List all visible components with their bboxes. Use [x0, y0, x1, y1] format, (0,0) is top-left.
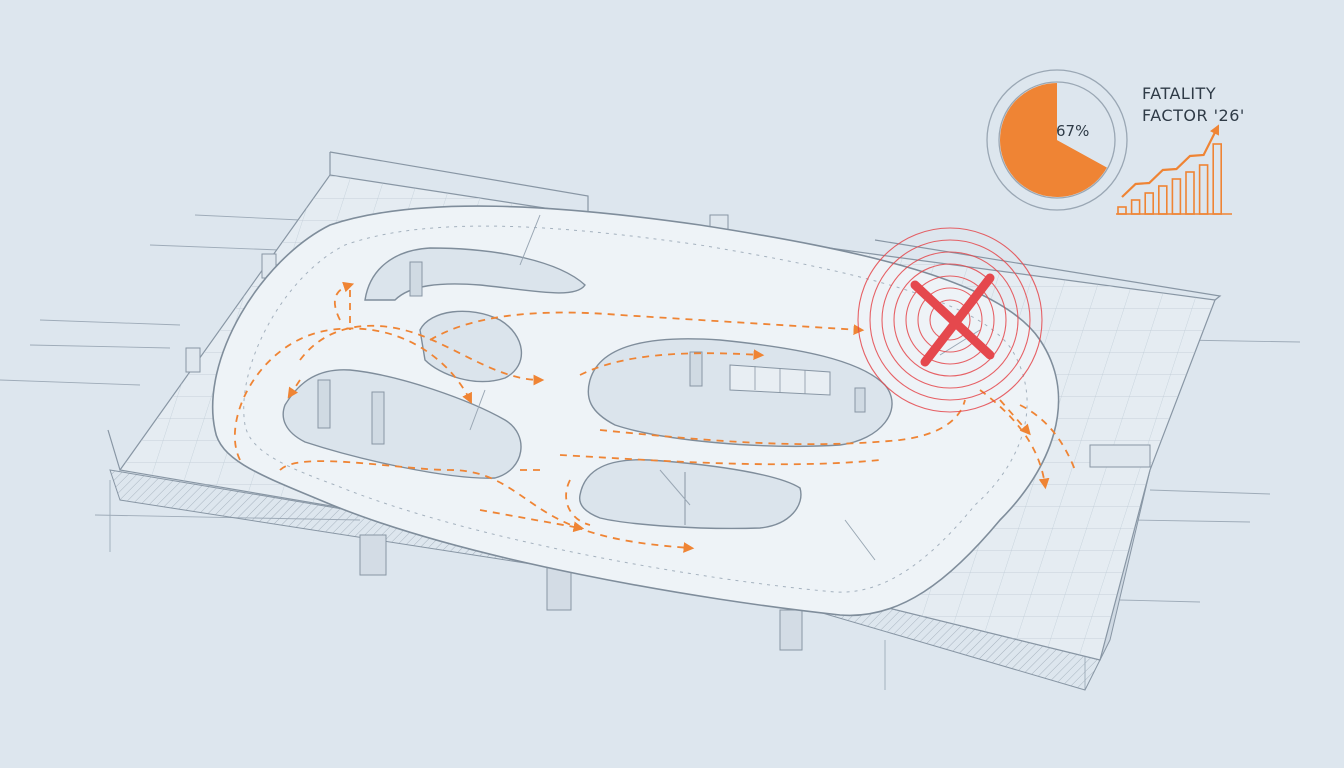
pie-percent-label: 67% — [1056, 122, 1090, 140]
bar — [1117, 206, 1127, 215]
bar — [1171, 178, 1182, 215]
pie-slice — [1000, 83, 1107, 197]
danger-x-icon — [910, 273, 995, 367]
pie-slice — [1057, 83, 1114, 168]
bar — [1144, 192, 1154, 215]
bar — [1185, 171, 1195, 215]
infographic-title-line1: FATALITY — [1142, 84, 1217, 103]
trend-arrow-head — [1210, 124, 1219, 136]
pie-inner-ring — [998, 81, 1116, 199]
bar — [1212, 143, 1222, 215]
racing-lines — [234, 281, 1076, 553]
bar — [1198, 164, 1209, 215]
trend-arrow-icon — [1121, 127, 1219, 198]
ripple-rings-icon — [857, 227, 1043, 413]
pie-outer-ring — [986, 69, 1128, 211]
bar — [1158, 185, 1168, 215]
infographic-title-line2: FACTOR '26' — [1142, 106, 1245, 125]
bar — [1130, 199, 1141, 215]
race-track — [211, 205, 1060, 617]
